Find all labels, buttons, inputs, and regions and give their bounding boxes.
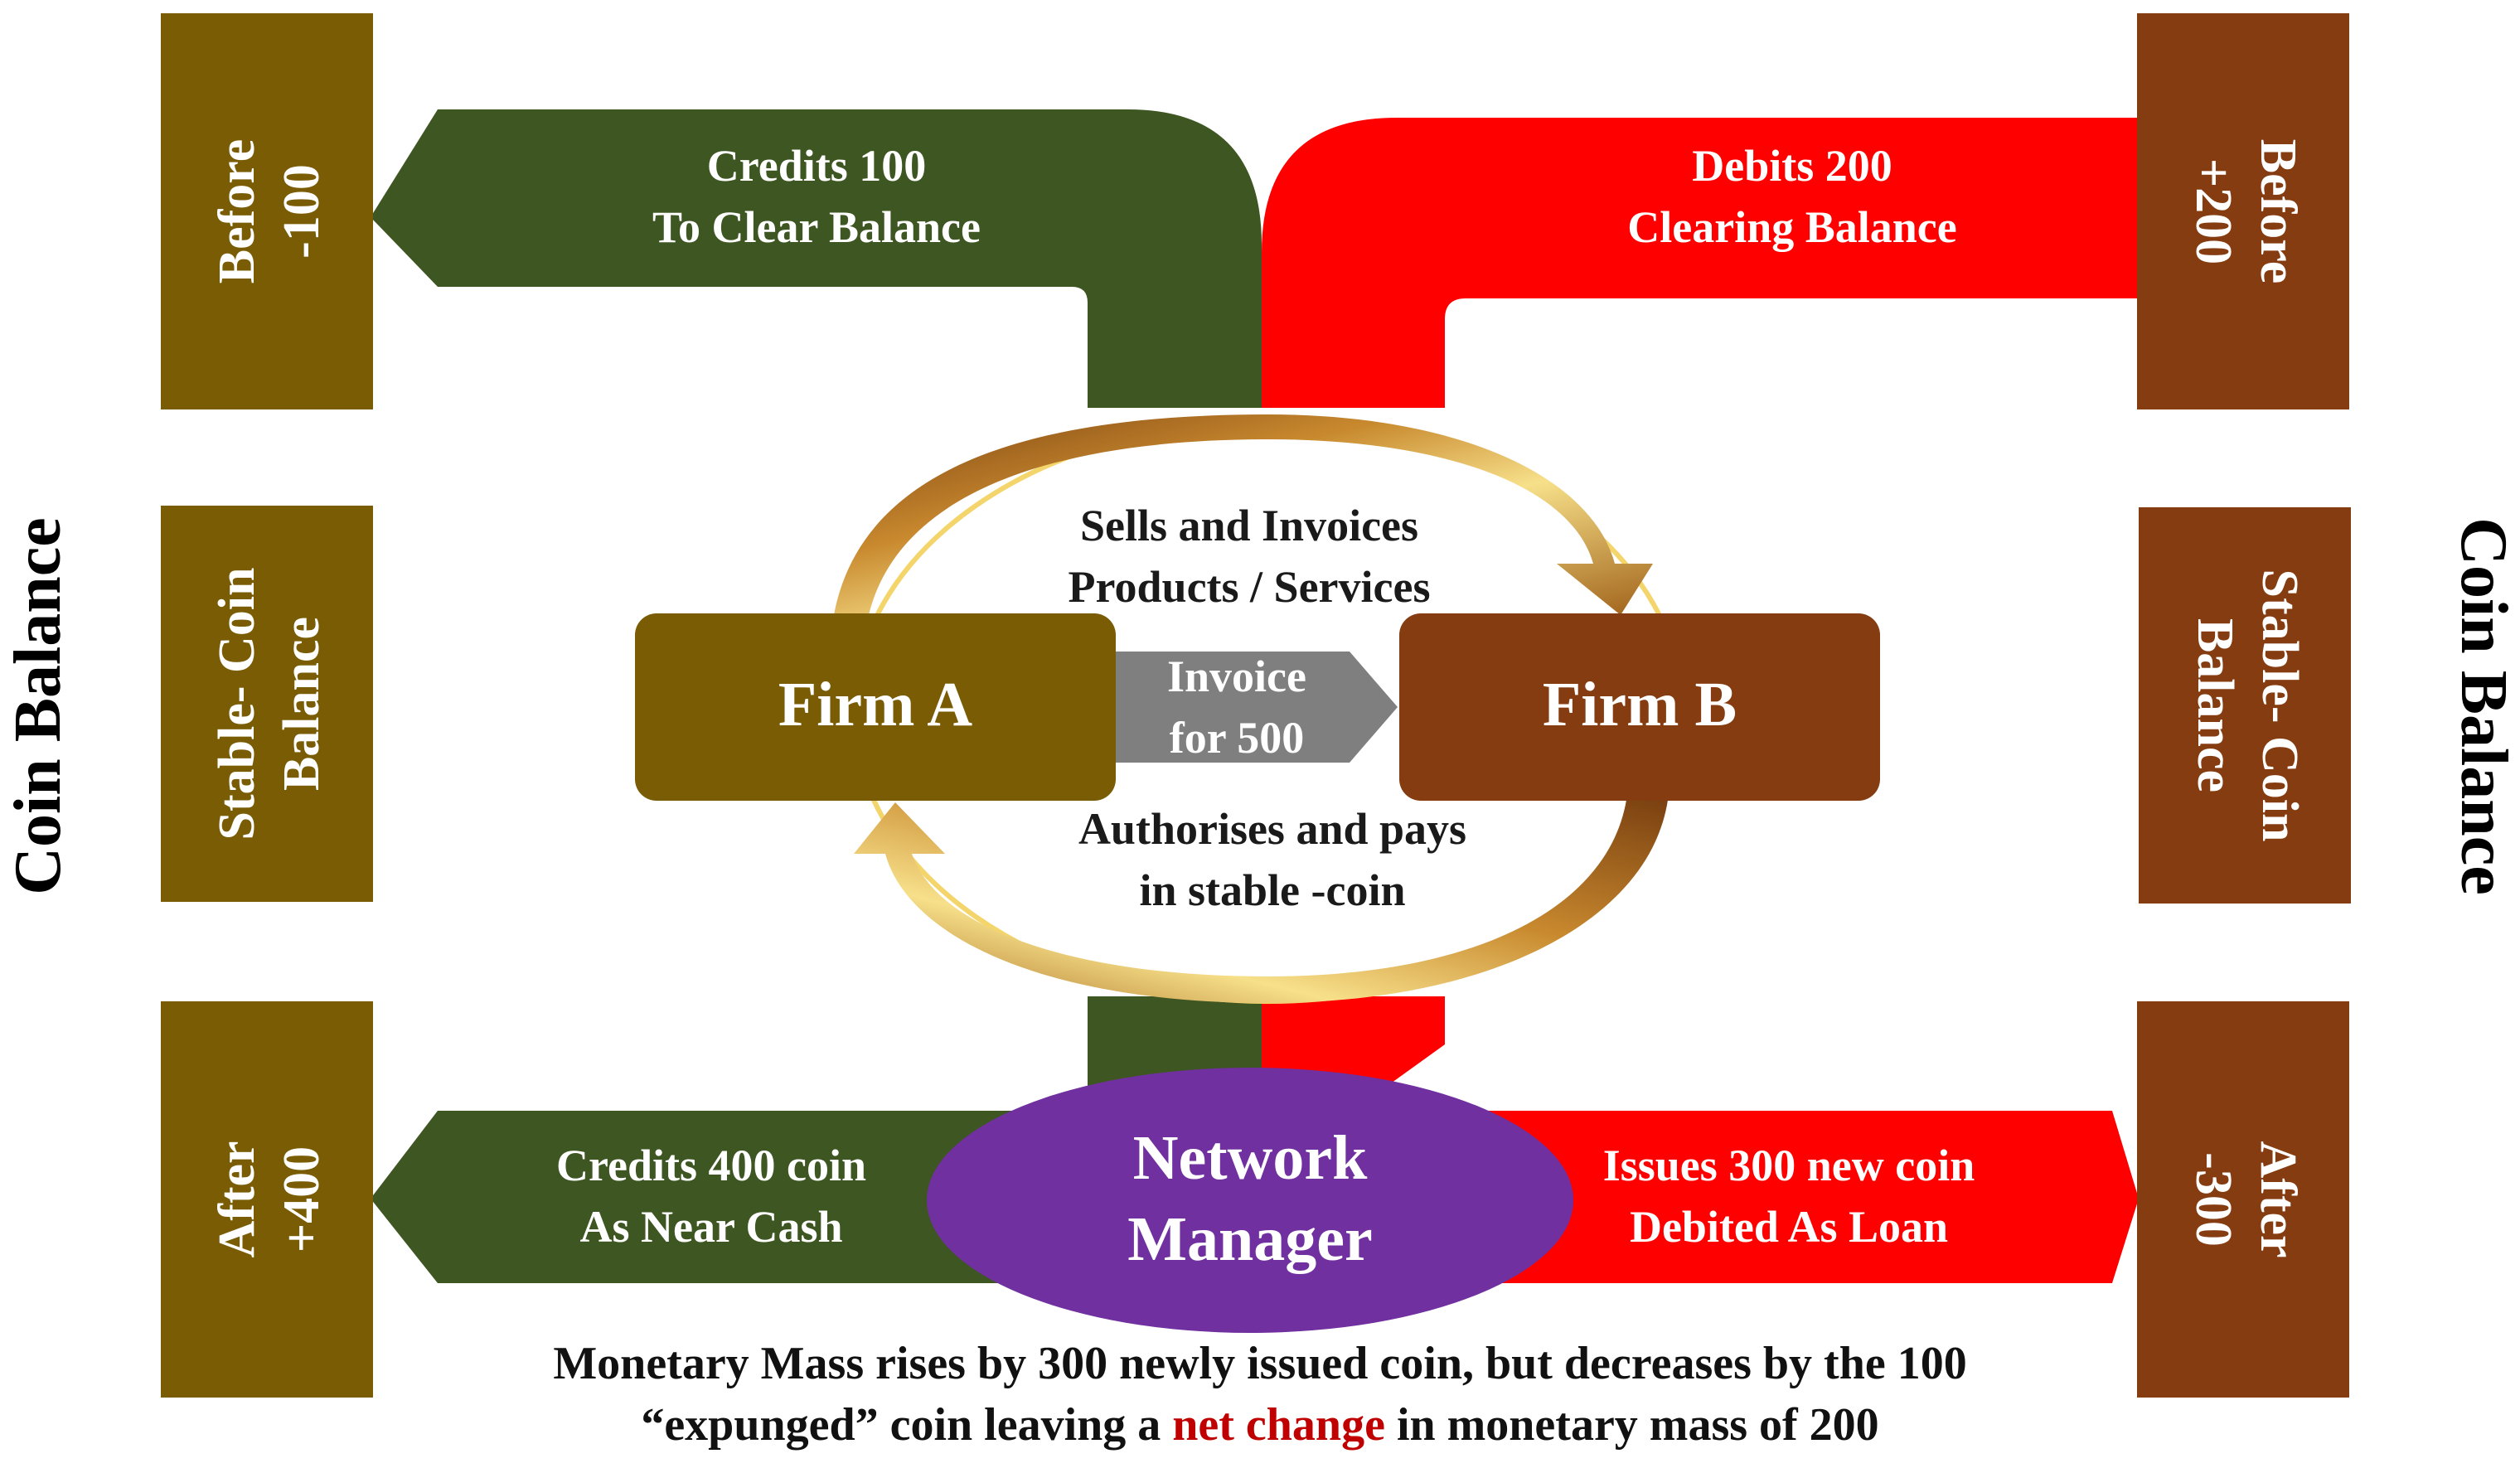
top-left-flow-arrow bbox=[371, 109, 1262, 408]
firm-b-box bbox=[1399, 613, 1880, 801]
firm-a-label: Firm A bbox=[778, 670, 972, 739]
left-before-label: Before bbox=[209, 139, 265, 283]
cycle-bottom-arrow bbox=[854, 800, 1668, 1003]
left-stable-coin-line1: Stable- Coin bbox=[209, 568, 265, 841]
bottom-left-arrow-line2: As Near Cash bbox=[579, 1202, 842, 1252]
footer-net-change-highlight: net change bbox=[1172, 1399, 1385, 1451]
right-before-label: Before bbox=[2250, 139, 2306, 283]
invoice-line1: Invoice bbox=[1167, 652, 1306, 701]
left-before-box bbox=[161, 13, 373, 409]
top-right-arrow-line1: Debits 200 bbox=[1692, 141, 1892, 191]
top-right-flow-arrow bbox=[1262, 118, 2139, 408]
left-stable-coin-box bbox=[161, 506, 373, 902]
left-after-label: After bbox=[209, 1141, 265, 1257]
cycle-top-line1: Sells and Invoices bbox=[1080, 501, 1418, 550]
footer-line2-post: in monetary mass of 200 bbox=[1384, 1399, 1879, 1451]
top-left-arrow-line2: To Clear Balance bbox=[652, 202, 981, 252]
left-stable-coin-line2: Balance bbox=[274, 617, 330, 791]
left-side-label: Coin Balance bbox=[2, 517, 75, 895]
footer-line2: “expunged” coin leaving a net change in … bbox=[249, 1394, 2271, 1456]
firm-a-box bbox=[635, 613, 1116, 801]
right-after-label: After bbox=[2250, 1141, 2306, 1257]
bottom-right-arrow-line2: Debited As Loan bbox=[1630, 1202, 1948, 1252]
bottom-left-arrow-line1: Credits 400 coin bbox=[556, 1141, 866, 1190]
footer-line2-pre: “expunged” coin leaving a bbox=[641, 1399, 1173, 1451]
left-before-value: -100 bbox=[274, 164, 330, 259]
right-before-value: +200 bbox=[2185, 158, 2241, 264]
left-after-box bbox=[161, 1001, 373, 1398]
bottom-right-arrow-line1: Issues 300 new coin bbox=[1603, 1141, 1975, 1190]
right-before-box bbox=[2137, 13, 2349, 409]
firm-b-label: Firm B bbox=[1543, 670, 1737, 739]
right-stable-coin-line2: Balance bbox=[2187, 618, 2243, 792]
cycle-bottom-line2: in stable -coin bbox=[1139, 865, 1405, 915]
network-manager-line2: Manager bbox=[1127, 1204, 1372, 1274]
left-after-value: +400 bbox=[274, 1146, 330, 1252]
right-after-box bbox=[2137, 1001, 2349, 1398]
invoice-line2: for 500 bbox=[1170, 713, 1304, 763]
footer-caption: Monetary Mass rises by 300 newly issued … bbox=[249, 1333, 2271, 1456]
footer-line1: Monetary Mass rises by 300 newly issued … bbox=[553, 1338, 1967, 1389]
network-manager-ellipse bbox=[927, 1068, 1573, 1333]
cycle-top-line2: Products / Services bbox=[1069, 562, 1431, 612]
right-stable-coin-box bbox=[2139, 507, 2351, 904]
cycle-bottom-line1: Authorises and pays bbox=[1078, 804, 1466, 854]
right-stable-coin-line1: Stable- Coin bbox=[2251, 569, 2308, 842]
invoice-arrow bbox=[1116, 652, 1398, 763]
right-side-label: Coin Balance bbox=[2447, 517, 2520, 895]
right-after-value: -300 bbox=[2185, 1152, 2241, 1247]
cycle-top-arrow bbox=[834, 414, 1653, 615]
top-left-arrow-line1: Credits 100 bbox=[707, 141, 927, 191]
network-manager-line1: Network bbox=[1133, 1123, 1369, 1193]
top-right-arrow-line2: Clearing Balance bbox=[1627, 202, 1956, 252]
